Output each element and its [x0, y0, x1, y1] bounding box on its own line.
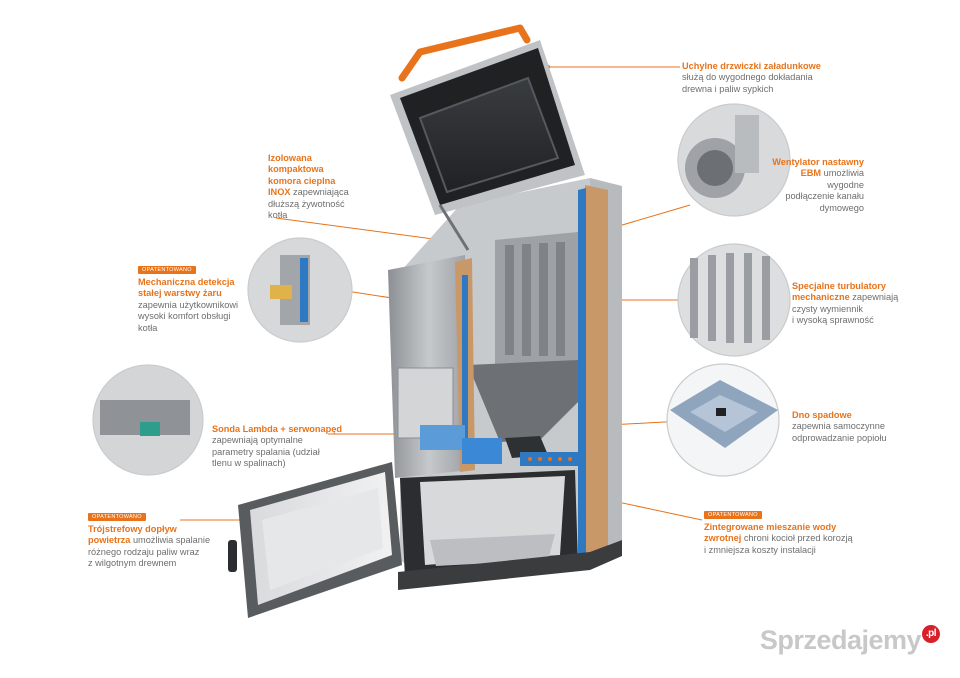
callout-mechanical-detection-line-2: wysoki komfort obsługi	[138, 311, 231, 322]
callout-chamber-highlight: INOX	[268, 187, 291, 198]
callout-air-supply-title: Trójstrefowy dopływ	[88, 524, 177, 534]
callout-air-supply-highlight: powietrza	[88, 535, 131, 546]
watermark: Sprzedajemy.pl	[760, 625, 940, 656]
callout-air-supply-badge: OPATENTOWANO	[88, 513, 146, 521]
callout-lambda-line-2: parametry spalania (udział	[212, 446, 320, 457]
callout-chamber-line-2: dłuższą żywotność	[268, 198, 345, 209]
callout-mechanical-detection-line-1: zapewnia użytkownikowi	[138, 299, 239, 310]
callout-lambda-line-1: zapewniają optymalne	[212, 435, 303, 446]
callout-ash-bottom-line-1: zapewnia samoczynne	[792, 421, 885, 432]
callout-fan-line-2: podłączenie kanału	[785, 191, 864, 202]
callout-mechanical-detection: OPATENTOWANO Mechaniczna detekcja stałej…	[138, 263, 238, 334]
callout-lambda-title: Sonda Lambda + serwonapęd	[212, 424, 342, 434]
callout-water-mixing-title: Zintegrowane mieszanie wody	[704, 522, 837, 532]
callout-chamber-line-3: kotła	[268, 210, 288, 221]
turbulator-fins	[505, 242, 565, 356]
callout-lambda-line-3: tlenu w spalinach)	[212, 458, 286, 469]
callout-fan-line-3: dymowego	[819, 202, 864, 213]
callout-loading-door-line-2: drewna i paliw sypkich	[682, 83, 774, 94]
callout-chamber: Izolowana kompaktowa komora cieplna INOX…	[268, 153, 349, 221]
callout-loading-door-title: Uchylne drzwiczki załadunkowe	[682, 61, 821, 71]
callout-turbulators-title: Specjalne turbulatory	[792, 281, 886, 291]
watermark-badge: .pl	[922, 625, 940, 643]
callout-water-mixing-line-1: chroni kocioł przed korozją	[743, 533, 853, 544]
callout-turbulators: Specjalne turbulatory mechaniczne zapewn…	[792, 281, 898, 327]
callout-air-supply-line-2: różnego rodzaju paliw wraz	[88, 546, 200, 557]
callout-loading-door-line-1: służą do wygodnego dokładania	[682, 72, 813, 83]
callout-turbulators-line-1: zapewniają	[852, 292, 899, 303]
callout-mechanical-detection-line-3: kotła	[138, 322, 158, 333]
callout-water-mixing-line-2: i zmniejsza koszty instalacji	[704, 544, 816, 555]
callout-chamber-line-1: zapewniająca	[293, 187, 349, 198]
callout-fan: Wentylator nastawny EBM umożliwia wygodn…	[770, 157, 864, 214]
callout-turbulators-line-2: czysty wymiennik	[792, 303, 863, 314]
callout-mechanical-detection-title-2: stałej warstwy żaru	[138, 288, 222, 299]
callout-chamber-title-2: kompaktowa	[268, 164, 324, 175]
watermark-text: Sprzedajemy	[759, 625, 922, 655]
callout-air-supply-line-3: z wilgotnym drewnem	[88, 558, 177, 569]
callout-water-mixing-highlight: zwrotnej	[704, 533, 742, 544]
callout-fan-line-1: umożliwia wygodne	[823, 168, 864, 190]
callout-ash-bottom: Dno spadowe zapewnia samoczynne odprowad…	[792, 410, 887, 444]
callout-loading-door: Uchylne drzwiczki załadunkowe służą do w…	[682, 61, 821, 95]
callout-air-supply-line-1: umożliwia spalanie	[132, 535, 211, 546]
callout-lambda: Sonda Lambda + serwonapęd zapewniają opt…	[212, 424, 342, 470]
callout-ash-bottom-title: Dno spadowe	[792, 410, 852, 420]
callout-chamber-title-1: Izolowana	[268, 153, 312, 163]
callout-ash-bottom-line-2: odprowadzanie popiołu	[792, 432, 887, 443]
callout-mechanical-detection-badge: OPATENTOWANO	[138, 266, 196, 274]
callout-fan-highlight: EBM	[800, 168, 822, 179]
callout-chamber-title-3: komora cieplna	[268, 175, 336, 186]
callout-fan-title: Wentylator nastawny	[772, 157, 864, 167]
callout-turbulators-line-3: i wysoką sprawność	[792, 315, 874, 326]
callout-turbulators-highlight: mechaniczne	[792, 292, 850, 303]
callout-water-mixing-badge: OPATENTOWANO	[704, 511, 762, 519]
callout-water-mixing: OPATENTOWANO Zintegrowane mieszanie wody…	[704, 508, 853, 556]
callout-mechanical-detection-title-1: Mechaniczna detekcja	[138, 277, 235, 287]
callout-air-supply: OPATENTOWANO Trójstrefowy dopływ powietr…	[88, 510, 210, 570]
